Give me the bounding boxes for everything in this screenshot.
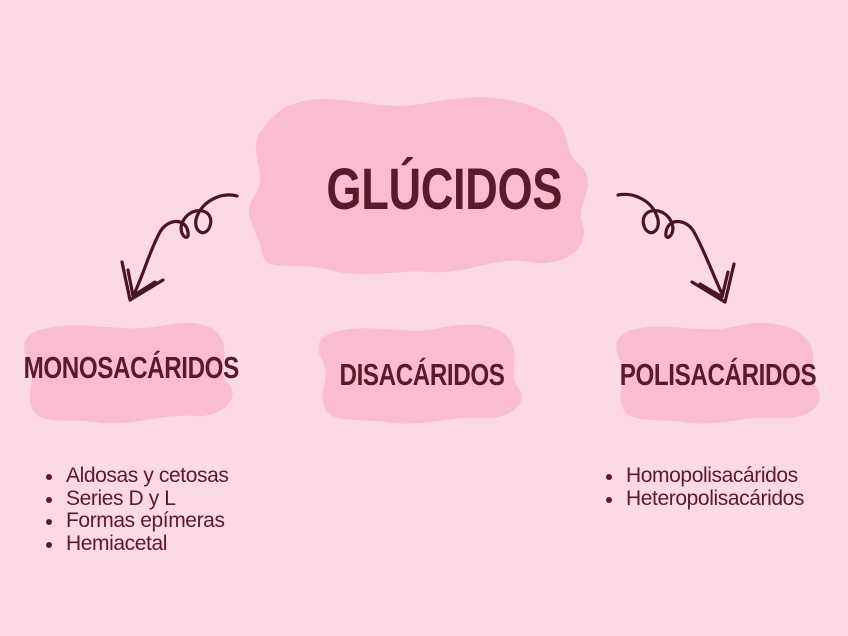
monosacaridos-list: Aldosas y cetosas Series D y L Formas ep…: [44, 464, 229, 556]
right-curly-arrow: [616, 192, 736, 304]
polisacaridos-blob-shape: [616, 322, 820, 424]
disacaridos-blob-shape: [318, 324, 522, 424]
branch-label-monosacaridos: MONOSACÁRIDOS: [23, 350, 240, 385]
title-blob-shape: [249, 97, 588, 275]
list-item: Aldosas y cetosas: [44, 464, 229, 488]
left-curly-arrow: [120, 193, 239, 302]
diagram-title: GLÚCIDOS: [326, 157, 563, 222]
list-item: Heteropolisacáridos: [604, 487, 804, 511]
polisacaridos-list: Homopolisacáridos Heteropolisacáridos: [604, 464, 804, 511]
list-item: Formas epímeras: [44, 509, 228, 533]
monosacaridos-blob-shape: [24, 322, 233, 424]
list-item: Series D y L: [44, 487, 228, 511]
branch-label-polisacaridos: POLISACÁRIDOS: [619, 357, 817, 392]
list-item: Homopolisacáridos: [604, 464, 804, 488]
list-item: Hemiacetal: [44, 532, 228, 556]
branch-label-disacaridos: DISACÁRIDOS: [339, 357, 505, 392]
